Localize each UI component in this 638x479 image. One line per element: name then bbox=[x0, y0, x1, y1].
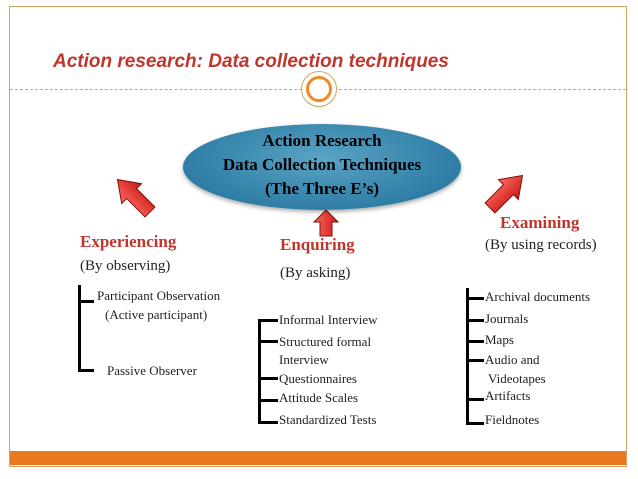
center-line-2: Data Collection Techniques bbox=[222, 155, 422, 174]
examining-tick bbox=[466, 359, 484, 362]
list-item: Fieldnotes bbox=[485, 412, 540, 427]
enquiring-subtitle: (By asking) bbox=[280, 265, 351, 281]
list-item: Maps bbox=[485, 332, 514, 347]
experiencing-heading: Experiencing bbox=[80, 232, 177, 251]
enquiring-bracket bbox=[258, 319, 261, 424]
examining-tick bbox=[466, 422, 484, 425]
list-item: Archival documents bbox=[485, 289, 591, 304]
list-item: Attitude Scales bbox=[279, 390, 359, 405]
examining-tick bbox=[466, 398, 484, 401]
slide-title: Action research: Data collection techniq… bbox=[53, 51, 449, 72]
list-item: (Active participant) bbox=[105, 307, 208, 322]
list-item: Participant Observation bbox=[97, 288, 221, 303]
list-item: Audio and bbox=[485, 352, 540, 367]
enquiring-tick bbox=[258, 399, 278, 402]
circle-ornament-icon bbox=[306, 76, 332, 102]
footer-accent-bar bbox=[10, 451, 626, 465]
enquiring-tick bbox=[258, 319, 278, 322]
slide-frame bbox=[9, 6, 627, 467]
examining-tick bbox=[466, 319, 484, 322]
arrow-right-icon bbox=[484, 174, 524, 214]
examining-subtitle: (By using records) bbox=[485, 237, 597, 253]
list-item: Questionnaires bbox=[279, 371, 357, 386]
center-ellipse bbox=[183, 124, 461, 210]
list-item: Interview bbox=[279, 352, 329, 367]
arrow-down-icon bbox=[312, 209, 340, 237]
examining-tick bbox=[466, 297, 484, 300]
examining-heading: Examining bbox=[500, 213, 580, 232]
center-line-3: (The Three E’s) bbox=[265, 179, 379, 198]
list-item: Artifacts bbox=[485, 388, 531, 403]
enquiring-tick bbox=[258, 421, 278, 424]
examining-bracket bbox=[466, 288, 469, 425]
list-item: Journals bbox=[485, 311, 529, 326]
examining-tick bbox=[466, 340, 484, 343]
experiencing-tick bbox=[78, 300, 94, 303]
list-item: Videotapes bbox=[488, 371, 546, 386]
list-item: Informal Interview bbox=[279, 312, 378, 327]
center-line-1: Action Research bbox=[262, 131, 382, 150]
list-item: Standardized Tests bbox=[279, 412, 377, 427]
experiencing-bracket bbox=[78, 285, 81, 372]
list-item: Structured formal bbox=[279, 334, 372, 349]
experiencing-subtitle: (By observing) bbox=[80, 258, 171, 274]
arrow-left-icon bbox=[116, 178, 156, 218]
enquiring-tick bbox=[258, 377, 278, 380]
enquiring-heading: Enquiring bbox=[280, 235, 355, 254]
experiencing-tick bbox=[78, 369, 94, 372]
list-item: Passive Observer bbox=[107, 363, 197, 378]
enquiring-tick bbox=[258, 340, 278, 343]
